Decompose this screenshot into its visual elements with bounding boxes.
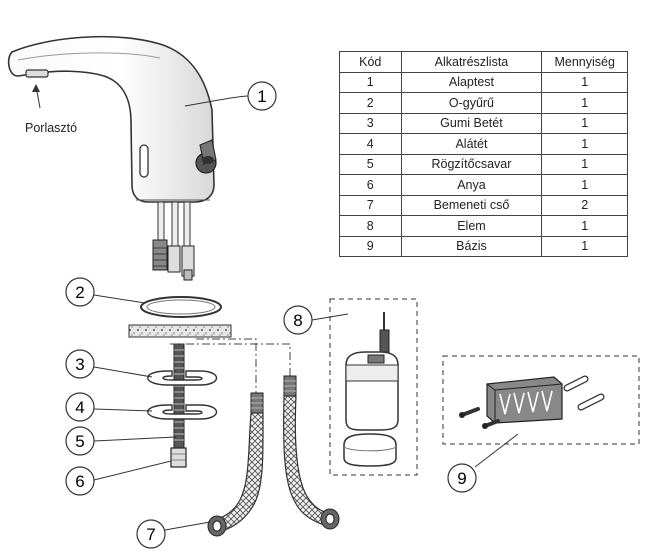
inlet-hose-left (207, 392, 264, 537)
cell-qty: 1 (541, 153, 628, 175)
cell-qty: 1 (541, 92, 628, 114)
cell-name: Gumi Betét (400, 112, 543, 134)
rubber-gasket-icon (128, 324, 232, 338)
cell-name: O-gyűrű (400, 92, 543, 114)
cell-name: Alaptest (400, 71, 543, 93)
parts-table-header: Kód Alkatrészlista Mennyiség (339, 51, 628, 73)
callout-2: 2 (65, 277, 95, 307)
cell-code: 9 (339, 235, 402, 257)
cell-qty: 1 (541, 112, 628, 134)
fixing-bolt (173, 343, 185, 449)
callout-6: 6 (65, 466, 95, 496)
callout-1: 1 (247, 81, 277, 111)
cell-qty: 1 (541, 71, 628, 93)
callout-label: 9 (457, 469, 466, 488)
header-code: Kód (339, 51, 402, 73)
base-group-frame (442, 355, 640, 445)
callout-3: 3 (65, 349, 95, 379)
atomizer-arrow-icon (32, 84, 40, 92)
cell-name: Bemeneti cső (400, 194, 543, 216)
header-part-list: Alkatrészlista (400, 51, 543, 73)
cell-code: 7 (339, 194, 402, 216)
callout-9: 9 (447, 463, 477, 493)
cell-code: 8 (339, 215, 402, 237)
o-ring-icon (140, 296, 222, 318)
temperature-knob-icon (195, 139, 217, 174)
aerator-icon (25, 69, 49, 78)
cell-qty: 2 (541, 194, 628, 216)
screw-icon (459, 407, 500, 429)
callout-label: 2 (75, 283, 84, 302)
callout-label: 4 (75, 398, 84, 417)
leader-lines (35, 85, 519, 531)
cell-code: 6 (339, 174, 402, 196)
cell-code: 4 (339, 133, 402, 155)
callout-label: 8 (293, 311, 302, 330)
callout-4: 4 (65, 392, 95, 422)
callout-label: 3 (75, 355, 84, 374)
callout-label: 6 (75, 472, 84, 491)
cell-code: 2 (339, 92, 402, 114)
mounting-base-icon (486, 376, 563, 424)
cell-name: Rögzítőcsavar (400, 153, 543, 175)
battery-pack-icon (343, 312, 399, 467)
cell-qty: 1 (541, 133, 628, 155)
wall-plug-icon (563, 375, 605, 411)
callout-label: 7 (146, 525, 155, 544)
cell-name: Alátét (400, 133, 543, 155)
atomizer-label: Porlasztó (25, 121, 78, 135)
cell-name: Bázis (400, 235, 543, 257)
under-body-tubes (152, 201, 195, 281)
header-quantity: Mennyiség (541, 51, 628, 73)
callout-8: 8 (283, 305, 313, 335)
cell-qty: 1 (541, 215, 628, 237)
battery-group-frame (329, 298, 418, 476)
cell-qty: 1 (541, 174, 628, 196)
callout-label: 5 (75, 432, 84, 451)
cell-qty: 1 (541, 235, 628, 257)
nut-icon (170, 447, 187, 468)
cell-name: Elem (400, 215, 543, 237)
cell-code: 3 (339, 112, 402, 134)
cell-code: 1 (339, 71, 402, 93)
horseshoe-washer-icon (147, 404, 218, 420)
callout-7: 7 (136, 519, 166, 549)
sensor-window-icon (139, 144, 149, 178)
horseshoe-gasket-icon (147, 370, 218, 386)
inlet-hose-right (283, 375, 340, 530)
cell-name: Anya (400, 174, 543, 196)
callout-label: 1 (257, 87, 266, 106)
faucet-body (7, 35, 217, 203)
callout-5: 5 (65, 426, 95, 456)
cell-code: 5 (339, 153, 402, 175)
